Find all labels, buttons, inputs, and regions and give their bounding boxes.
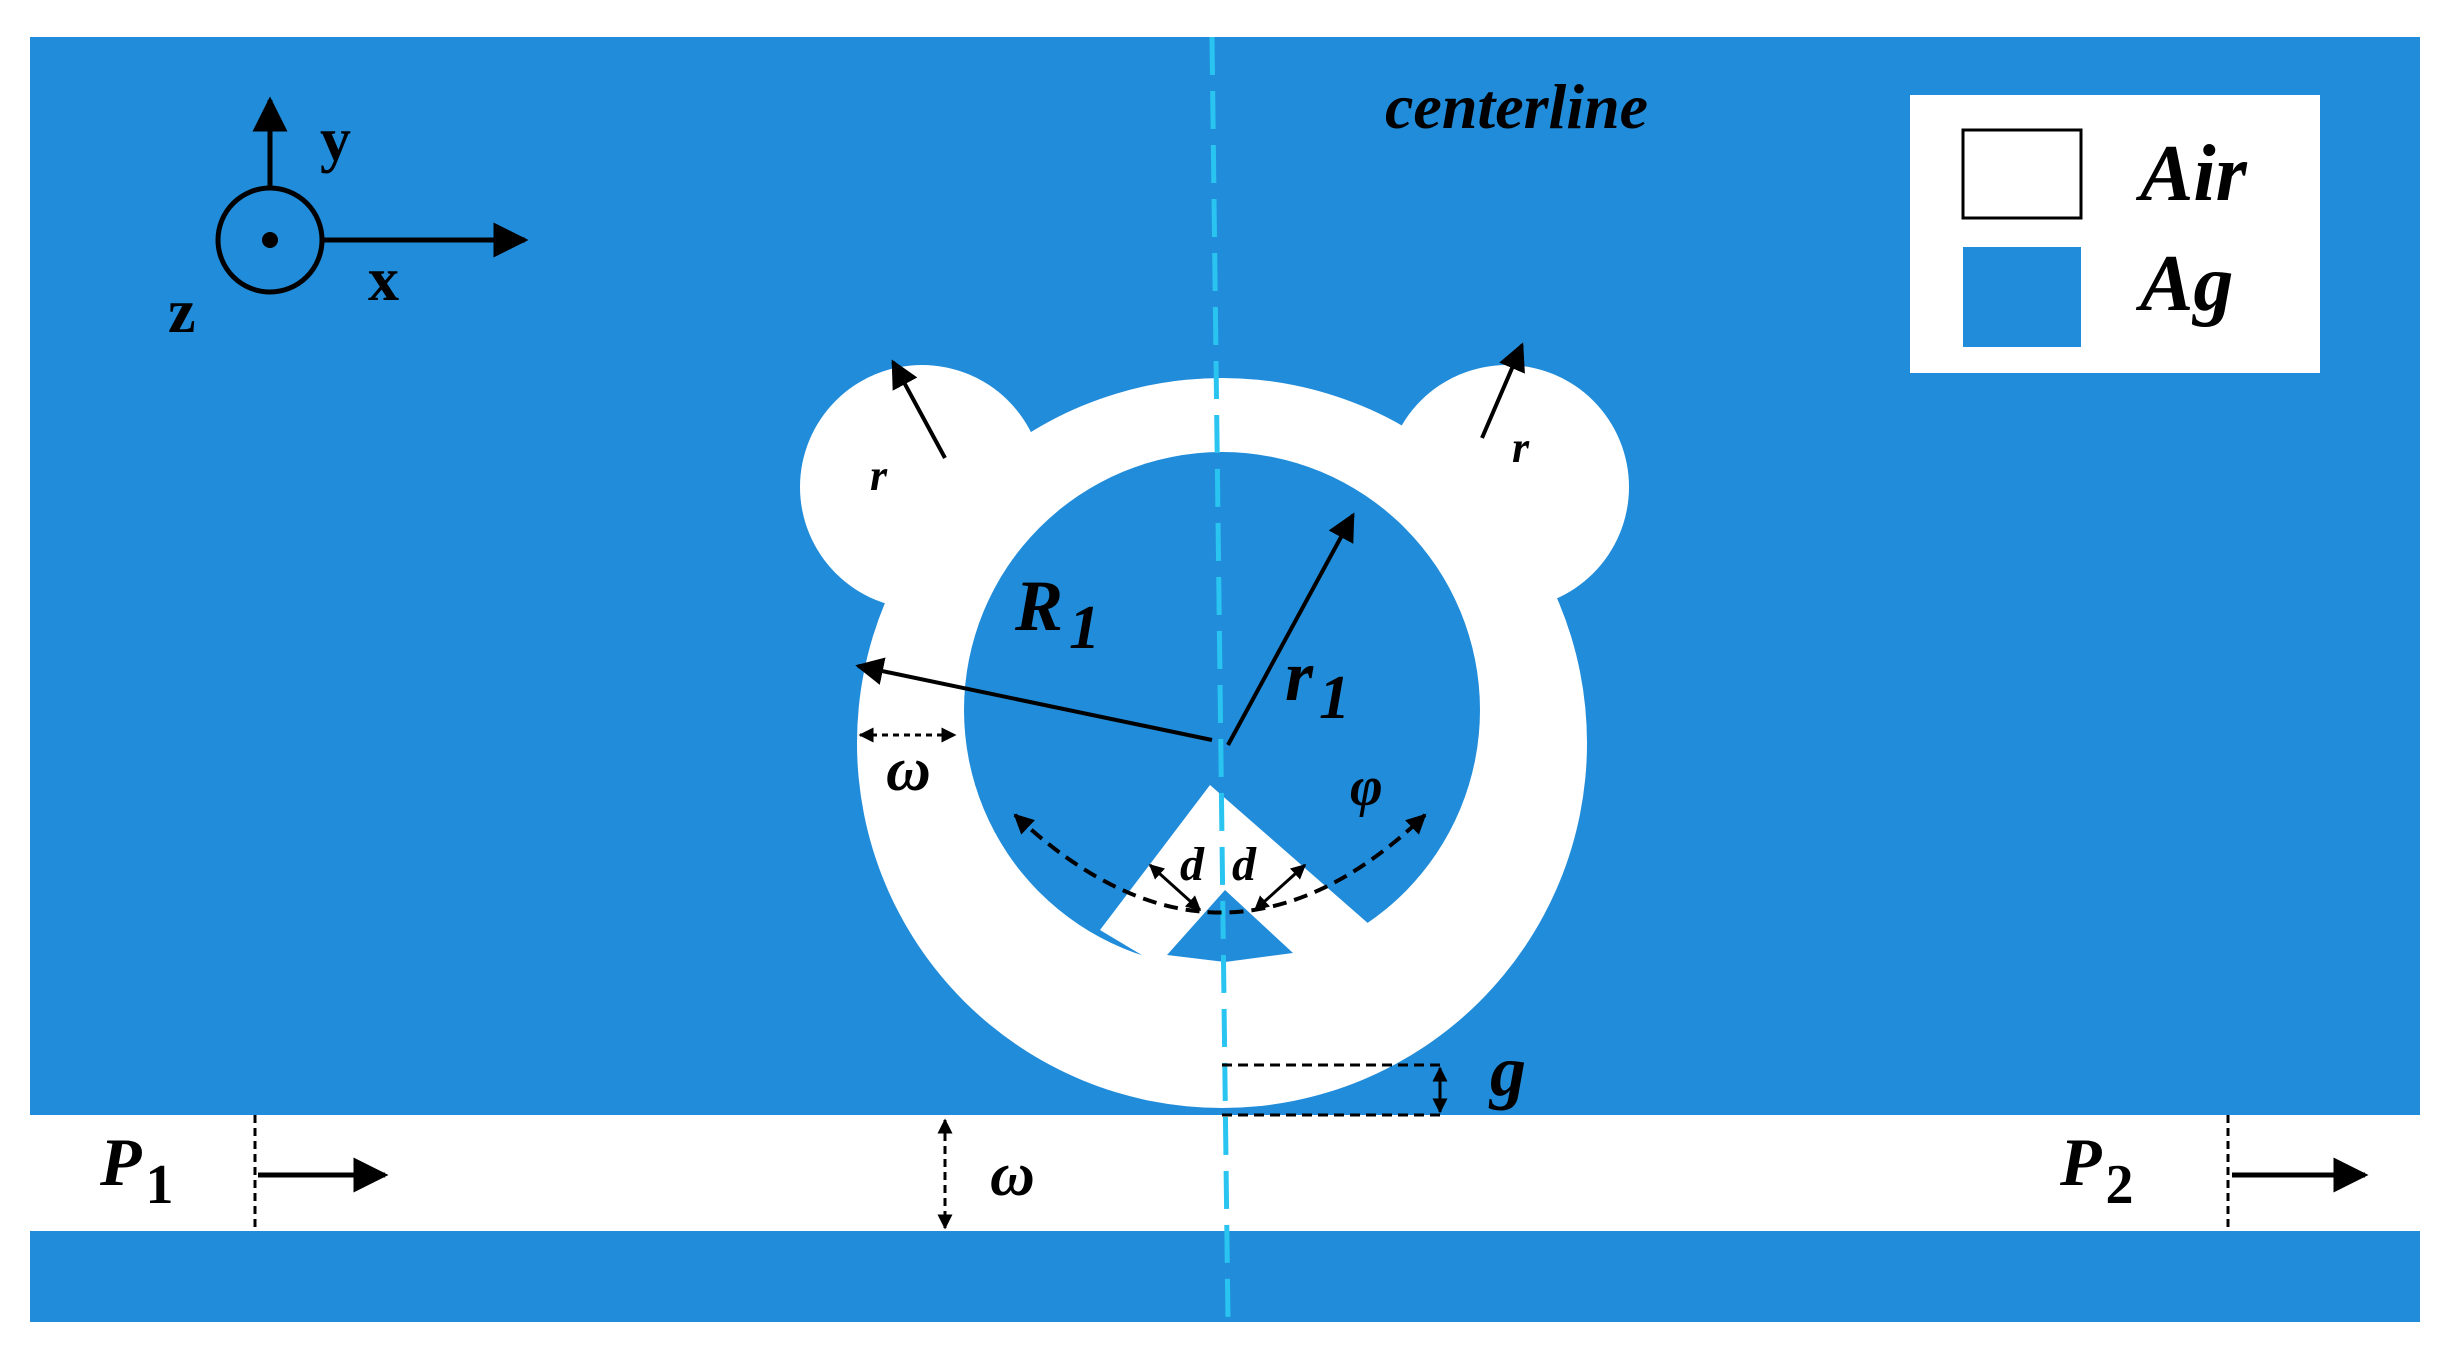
phi-arc xyxy=(1013,813,1427,915)
r1-label: r1 xyxy=(1285,636,1350,732)
v-notch xyxy=(1100,785,1370,975)
right-ear-r-label: r xyxy=(1512,423,1530,472)
left-ear-r-label: r xyxy=(870,451,888,500)
port-p2-label: P2 xyxy=(2059,1124,2134,1216)
left-ear-cavity xyxy=(800,365,1044,609)
d-left-arrow xyxy=(1148,863,1202,912)
gap-label: g xyxy=(1488,1031,1526,1111)
ring-width-label: ω xyxy=(886,736,931,804)
right-ear-cavity xyxy=(1385,365,1629,609)
axis-y-label: y xyxy=(320,106,351,174)
phi-label: φ xyxy=(1350,756,1383,818)
legend-swatch-air xyxy=(1961,128,2083,220)
r1-arrow xyxy=(1226,512,1355,746)
z-axis-dot xyxy=(262,232,278,248)
right-ear-r-arrow xyxy=(1480,342,1525,439)
d-left-label: d xyxy=(1180,838,1205,891)
d-right-arrow xyxy=(1253,863,1307,912)
axis-z-label: z xyxy=(168,278,196,346)
R1-label: R1 xyxy=(1014,566,1100,662)
notch-tip-wedge xyxy=(1167,890,1293,962)
legend-label-air: Air xyxy=(2135,130,2248,218)
axis-x-label: x xyxy=(368,246,399,314)
waveguide-width-label: ω xyxy=(990,1141,1035,1209)
centerline-label: centerline xyxy=(1385,71,1648,142)
legend-swatch-ag xyxy=(1963,247,2081,347)
coordinate-axes xyxy=(215,96,529,295)
port-p1-label: P1 xyxy=(99,1124,174,1216)
gap-indicator xyxy=(1222,1063,1448,1117)
d-right-label: d xyxy=(1232,838,1257,891)
legend-label-ag: Ag xyxy=(2135,240,2233,328)
R1-arrow xyxy=(855,657,1213,742)
left-ear-r-arrow xyxy=(891,359,947,459)
legend: Air Ag xyxy=(1910,95,2320,373)
